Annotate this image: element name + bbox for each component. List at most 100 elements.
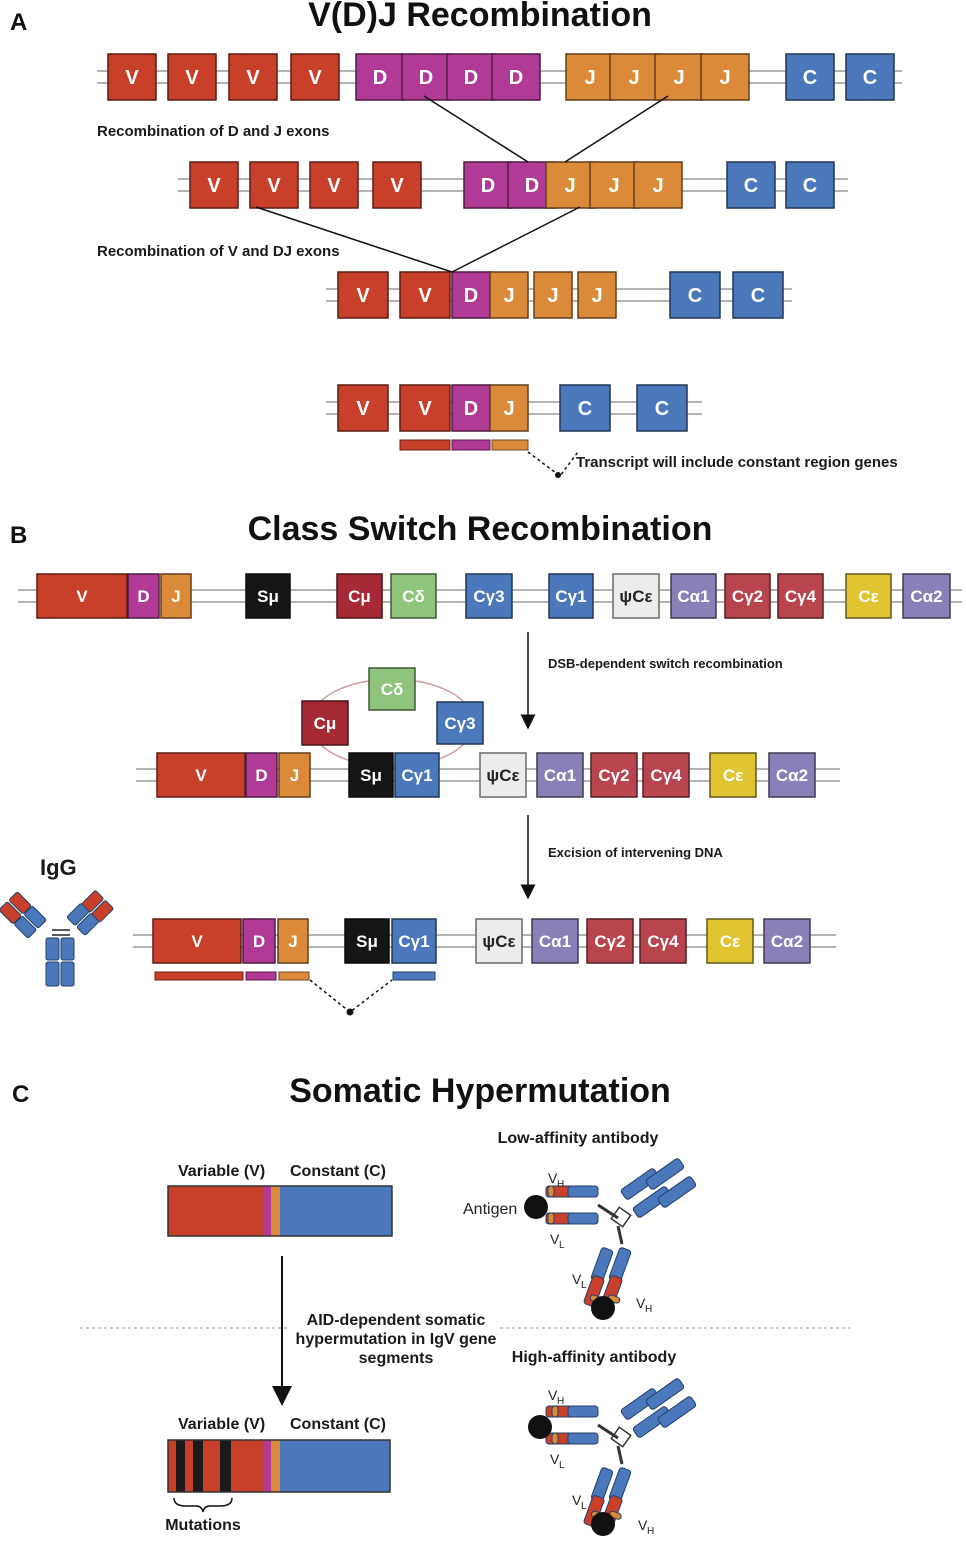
a-row4-v-label: V: [356, 398, 370, 420]
panel-c-title: Somatic Hypermutation: [289, 1072, 671, 1110]
a-row3-c-label: C: [688, 285, 702, 307]
b-row1-cgamma4-box: [777, 573, 824, 619]
ab-ch1-top: [567, 1405, 599, 1418]
b-row1-cmu-label: Cμ: [348, 587, 371, 606]
gene-bar-bottom-outline: [167, 1439, 391, 1493]
b-row2-cgamma4-label: Cγ4: [650, 766, 682, 785]
svg-text:L: L: [581, 1501, 587, 1512]
a-row3-d-label: D: [464, 285, 478, 307]
igg-ch3-right: [60, 961, 75, 987]
a-row3-v-label: V: [418, 285, 432, 307]
svg-text:V: V: [572, 1492, 582, 1508]
mutation-stripe-1: [176, 1440, 185, 1492]
b-row1-cepsilon-box: [845, 573, 892, 619]
b-row2-cgamma2-box: [590, 752, 638, 798]
gene-bar-top-outline: [167, 1185, 393, 1237]
a-row1-j-box: [700, 53, 750, 101]
b-row3-smu-box: [344, 918, 390, 964]
a-row3-v-label: V: [356, 285, 370, 307]
b-row2-cgamma1-box: [394, 752, 440, 798]
mutations-label: Mutations: [165, 1517, 241, 1534]
svg-text:V: V: [572, 1271, 582, 1287]
a-row2-c-box: [785, 161, 835, 209]
b-row3-smu-label: Sμ: [356, 932, 378, 951]
a-row4-j-box: [489, 384, 529, 432]
b-row2-cgamma4-box: [642, 752, 690, 798]
low-affinity-label: Low-affinity antibody: [498, 1130, 659, 1147]
a-row3-d-box: [451, 271, 491, 319]
a-row1-c-box: [785, 53, 835, 101]
a-row4-c-box: [636, 384, 688, 432]
a-row1-j-box: [609, 53, 659, 101]
low-affinity-antibody-icon: [524, 1158, 697, 1320]
a-row3-c-box: [732, 271, 784, 319]
transcript-label: Transcript will include constant region …: [576, 454, 898, 471]
igg-ch1-left: [24, 906, 47, 929]
loop-cdelta-label: Cδ: [381, 680, 404, 699]
a-row1-d-box: [401, 53, 451, 101]
loop-cgamma3-label: Cγ3: [444, 714, 475, 733]
b-row3-j-label: J: [288, 932, 297, 951]
a-row2-d-label: D: [525, 175, 539, 197]
a-row2-j-label: J: [608, 175, 619, 197]
b-row1-cgamma3-label: Cγ3: [473, 587, 504, 606]
b-row3-v-box: [152, 918, 242, 964]
igg-cl-right: [67, 903, 89, 926]
b-row1-calpha2-label: Cα2: [910, 587, 942, 606]
b-row1-calpha1-label: Cα1: [677, 587, 709, 606]
constant-region-top: [280, 1186, 392, 1236]
ab-cl-top: [567, 1212, 599, 1225]
transcript-bar-d: [451, 439, 491, 451]
b-row1-calpha2-box: [902, 573, 951, 619]
a-row2-c-label: C: [803, 175, 817, 197]
mutation-stripe-2: [193, 1440, 203, 1492]
a-row2-v-label: V: [327, 175, 341, 197]
b-row3-cgamma4-box: [639, 918, 687, 964]
b-row3-d-label: D: [253, 932, 265, 951]
loop-cdelta-box: [368, 667, 416, 711]
a-row2-j-label: J: [564, 175, 575, 197]
a-row3-j-box: [577, 271, 617, 319]
b-row1-smu-label: Sμ: [257, 587, 279, 606]
variable-region-top: [168, 1186, 264, 1236]
a-row1-d-label: D: [464, 67, 478, 89]
b-row2-v-box: [156, 752, 246, 798]
a-row1-v-box: [228, 53, 278, 101]
ab-vl-bottom: [583, 1275, 605, 1307]
b-row2-calpha1-label: Cα1: [544, 766, 576, 785]
a-row1-v-label: V: [308, 67, 322, 89]
ab-arm-link-top: [597, 1203, 619, 1220]
a-row4-c-box: [559, 384, 611, 432]
ab-fc-arm-1b: [645, 1158, 685, 1190]
ab-vl-top-cdr: [551, 1432, 559, 1445]
a-row2-c-label: C: [744, 175, 758, 197]
a-row1-d-label: D: [419, 67, 433, 89]
b-row1-d-label: D: [137, 587, 149, 606]
a-row4-v-box: [399, 384, 451, 432]
a-row3-v-box: [399, 271, 451, 319]
a-row1-v-label: V: [125, 67, 139, 89]
b-row3-cgamma1-box: [391, 918, 437, 964]
b-row1-v-box: [36, 573, 128, 619]
panel-a-letter: A: [10, 9, 27, 36]
a-row2-v-label: V: [390, 175, 404, 197]
igg-ch2-right: [60, 937, 75, 961]
b-row3-calpha2-box: [763, 918, 811, 964]
a-row1-j-label: J: [719, 67, 730, 89]
panel-c-letter: C: [12, 1081, 29, 1108]
constant-region-bottom: [280, 1440, 390, 1492]
panel-a-title: V(D)J Recombination: [308, 0, 652, 34]
b-row1-cmu-box: [336, 573, 383, 619]
a-row2-d-box: [463, 161, 513, 209]
a-row4-v-box: [337, 384, 389, 432]
dj-join-line-left: [423, 95, 529, 163]
b-row2-psi-cepsilon-label: ψCε: [486, 766, 519, 785]
a-row2-v-box: [249, 161, 299, 209]
